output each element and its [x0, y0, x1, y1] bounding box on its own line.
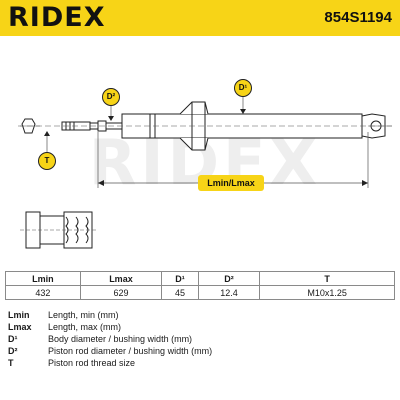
shock-absorber-drawing [18, 97, 392, 249]
specs-value-cell: 12.4 [197, 285, 261, 300]
header-bar: RIDEX 854S1194 [0, 0, 400, 36]
specs-value-cell: M10x1.25 [259, 285, 395, 300]
legend-abbr: Lmax [8, 322, 32, 332]
legend-abbr: D¹ [8, 334, 18, 344]
specs-value-cell: 629 [79, 285, 163, 300]
legend-abbr: T [8, 358, 14, 368]
specs-table: Lmin Lmax D¹ D² T 432 629 45 12.4 M10x1.… [5, 271, 395, 300]
length-arrow-left [98, 180, 104, 186]
legend-item: T Piston rod thread size [8, 357, 392, 369]
specs-header-cell: T [259, 271, 395, 286]
t-dimension-tag: T [38, 152, 56, 170]
specs-value-cell: 432 [5, 285, 81, 300]
legend-item: Lmax Length, max (mm) [8, 321, 392, 333]
d1-arrow [240, 109, 246, 114]
legend-abbr: Lmin [8, 310, 30, 320]
t-arrow [44, 131, 50, 136]
specs-header-row: Lmin Lmax D¹ D² T [5, 271, 395, 286]
specs-value-cell: 45 [161, 285, 199, 300]
legend-desc: Piston rod thread size [48, 358, 136, 368]
legend-list: Lmin Length, min (mm) Lmax Length, max (… [8, 309, 392, 369]
brand-logo: RIDEX [8, 2, 106, 33]
legend-desc: Body diameter / bushing width (mm) [48, 334, 193, 344]
specs-value-row: 432 629 45 12.4 M10x1.25 [5, 285, 395, 300]
d1-dimension-tag: D¹ [234, 79, 252, 97]
specs-header-cell: Lmin [5, 271, 81, 286]
specs-header-cell: D² [197, 271, 261, 286]
legend-item: Lmin Length, min (mm) [8, 309, 392, 321]
legend-abbr: D² [8, 346, 18, 356]
legend-desc: Piston rod diameter / bushing width (mm) [48, 346, 213, 356]
specs-header-cell: D¹ [161, 271, 199, 286]
part-number: 854S1194 [324, 9, 392, 26]
length-arrow-right [362, 180, 368, 186]
legend-item: D¹ Body diameter / bushing width (mm) [8, 333, 392, 345]
specs-header-cell: Lmax [79, 271, 163, 286]
d2-arrow [108, 116, 114, 121]
spring-seat-bracket [179, 101, 209, 151]
legend-desc: Length, min (mm) [48, 310, 119, 320]
legend-item: D² Piston rod diameter / bushing width (… [8, 345, 392, 357]
d2-dimension-tag: D² [102, 88, 120, 106]
length-dimension-label: Lmin/Lmax [198, 175, 264, 191]
legend-desc: Length, max (mm) [48, 322, 122, 332]
